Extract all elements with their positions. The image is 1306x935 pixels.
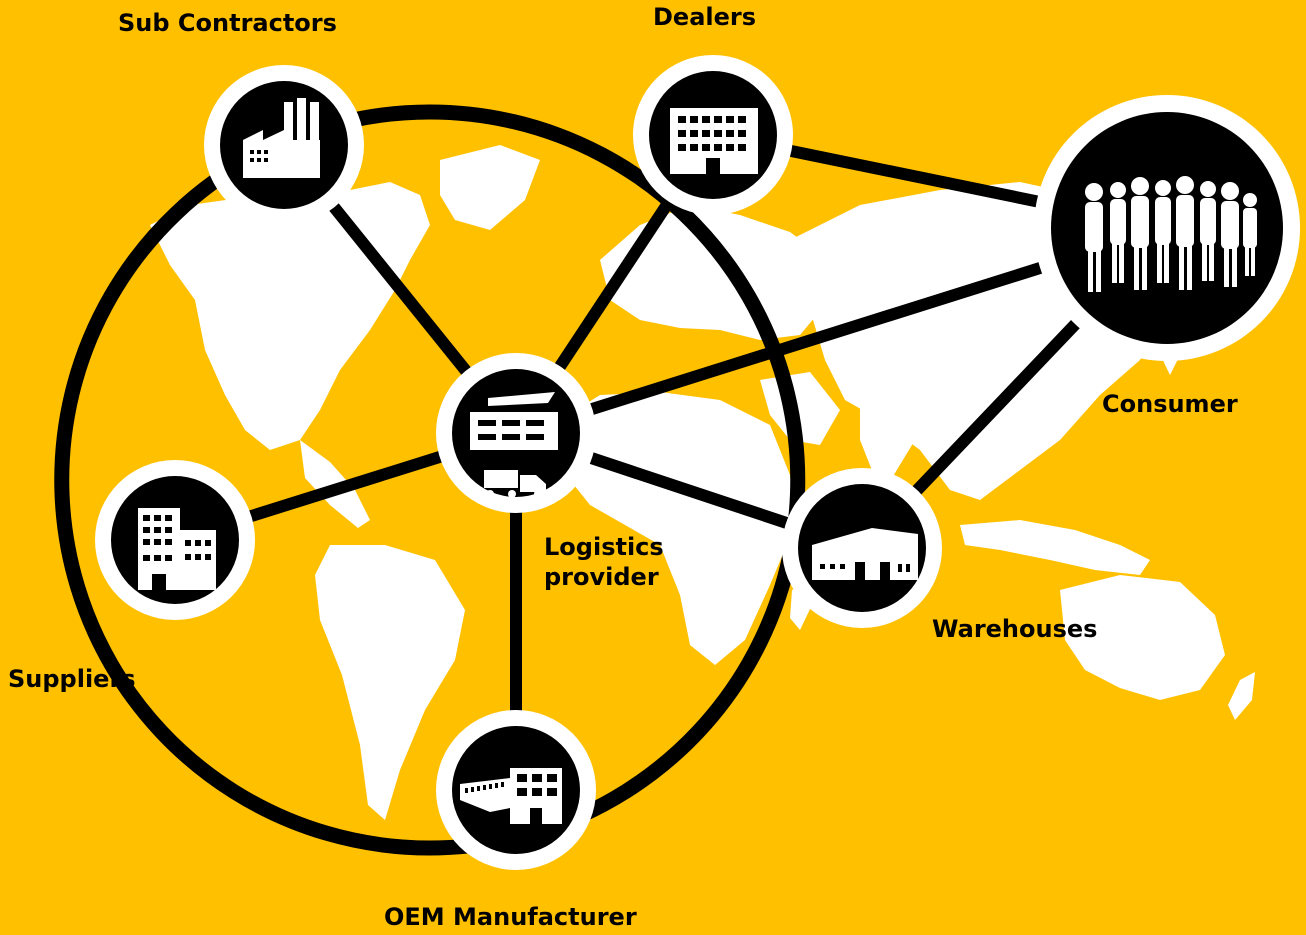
label-consumer: Consumer: [1102, 390, 1238, 418]
label-logistics-provider: Logistics provider: [544, 533, 664, 591]
apartment-building-icon: [138, 508, 216, 590]
map-australia: [1060, 575, 1225, 700]
node-suppliers: [95, 460, 255, 620]
label-suppliers: Suppliers: [8, 665, 136, 693]
office-building-icon: [670, 108, 758, 174]
label-dealers: Dealers: [653, 3, 757, 31]
map-north-america: [150, 182, 430, 450]
factory-icon: [243, 98, 320, 178]
map-indonesia: [960, 520, 1150, 575]
logistics-warehouse-truck-icon: [470, 392, 558, 498]
node-sub-contractors: [204, 65, 364, 225]
label-sub-contractors: Sub Contractors: [118, 9, 337, 37]
label-warehouses: Warehouses: [932, 615, 1098, 643]
warehouse-icon: [812, 528, 918, 580]
map-greenland: [440, 145, 540, 230]
map-africa: [560, 392, 795, 665]
node-logistics-provider: [436, 353, 596, 513]
node-dealers: [633, 55, 793, 215]
map-europe: [600, 205, 830, 340]
manufacturing-plant-icon: [460, 768, 562, 824]
crowd-icon: [1085, 176, 1257, 292]
label-oem-manufacturer: OEM Manufacturer: [384, 903, 637, 931]
node-warehouses: [782, 468, 942, 628]
network-ring: [54, 104, 806, 856]
node-oem-manufacturer: [436, 710, 596, 870]
node-consumer: [1034, 95, 1300, 361]
map-india: [860, 400, 915, 478]
map-new-zealand: [1228, 672, 1255, 720]
map-south-america: [315, 545, 465, 820]
